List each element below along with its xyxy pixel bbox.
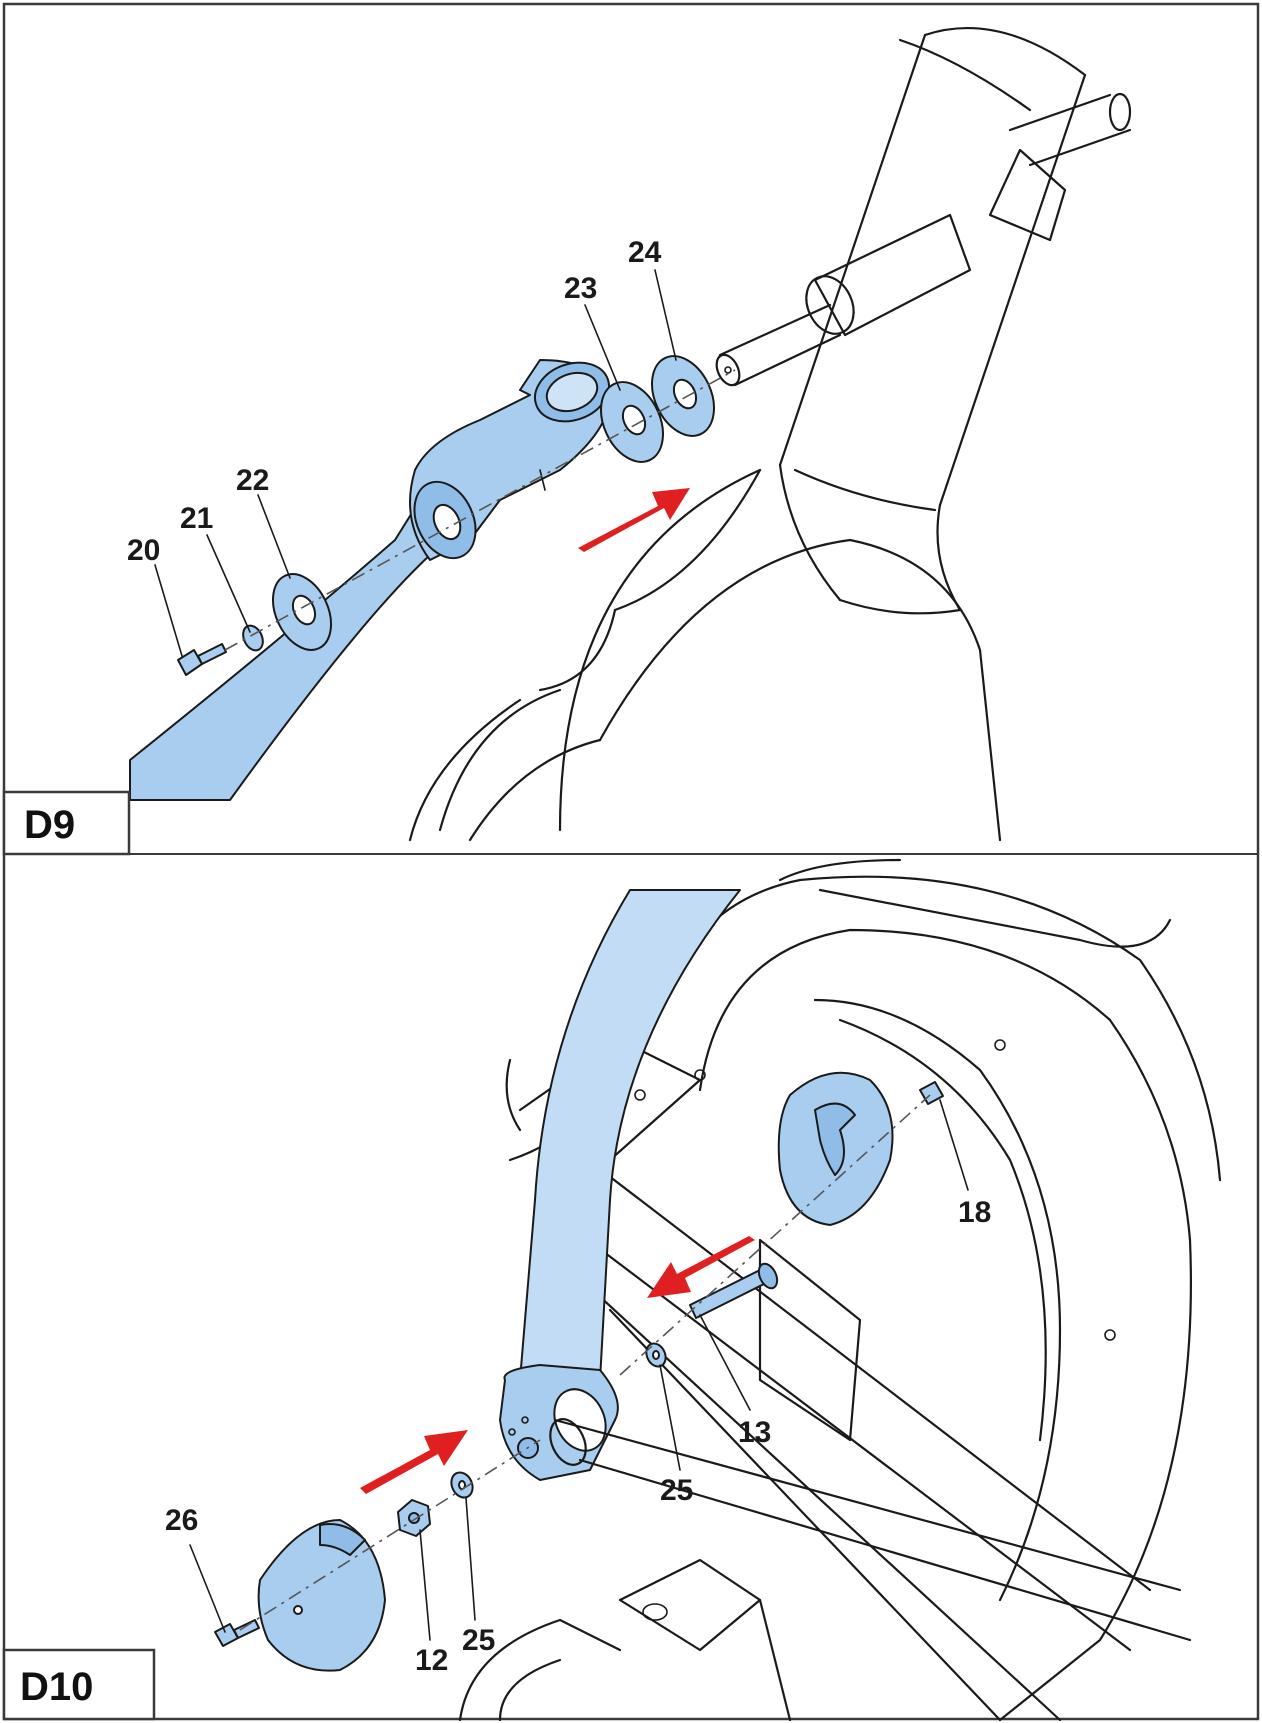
- panel-d10: 26 12 25 25 13 18 D10: [2, 858, 1222, 1722]
- d9-label-box: [2, 790, 131, 856]
- d10-bolt-26: [214, 1619, 260, 1647]
- panel-d9: 20 21 22 23 24 D9: [2, 26, 1132, 856]
- d9-panel-label: D9: [24, 803, 75, 847]
- d10-direction-arrow-in: [360, 1430, 468, 1494]
- d10-direction-arrow-out: [647, 1236, 755, 1298]
- d9-frame-lineart: [408, 26, 1132, 842]
- d10-frame-lineart: [458, 858, 1222, 1722]
- d9-callout-24: 24: [628, 236, 662, 269]
- d10-assembly-axis-right: [619, 1094, 931, 1376]
- d10-nut-12: [397, 1499, 431, 1537]
- d9-assembly-axis: [224, 369, 736, 651]
- d9-washer-24: [651, 355, 715, 437]
- d9-leader-lines: [154, 269, 677, 657]
- d10-pin-13: [689, 1262, 779, 1319]
- d10-label-box: [2, 1648, 156, 1721]
- d10-cross-tube: [549, 1418, 1192, 1642]
- d10-handlebar-tube: [499, 889, 741, 1481]
- d10-callout-25-upper: 25: [660, 1474, 693, 1507]
- d9-direction-arrow: [578, 488, 690, 552]
- d10-end-cap-left: [257, 1519, 386, 1672]
- d10-washer-25-upper: [645, 1342, 667, 1368]
- d9-bolt-20: [177, 643, 227, 676]
- d10-assembly-axis-left: [239, 1439, 541, 1631]
- d9-washer-23: [600, 381, 664, 463]
- d10-panel-label: D10: [20, 1665, 93, 1709]
- d9-washer-22: [271, 573, 333, 651]
- d10-callout-25-lower: 25: [462, 1624, 495, 1657]
- d10-callout-12: 12: [415, 1644, 448, 1677]
- d9-callout-22: 22: [236, 464, 269, 497]
- d10-end-cap-right: [777, 1071, 894, 1226]
- d10-washer-25-lower: [450, 1471, 474, 1499]
- d10-callout-18: 18: [958, 1196, 991, 1229]
- d10-leader-lines: [189, 1099, 969, 1641]
- d9-swing-arm: [129, 359, 611, 801]
- d10-callout-26: 26: [165, 1504, 198, 1537]
- d9-callout-21: 21: [180, 502, 213, 535]
- d9-callout-20: 20: [127, 534, 160, 567]
- d10-callout-13: 13: [738, 1416, 771, 1449]
- d9-callout-23: 23: [564, 272, 597, 305]
